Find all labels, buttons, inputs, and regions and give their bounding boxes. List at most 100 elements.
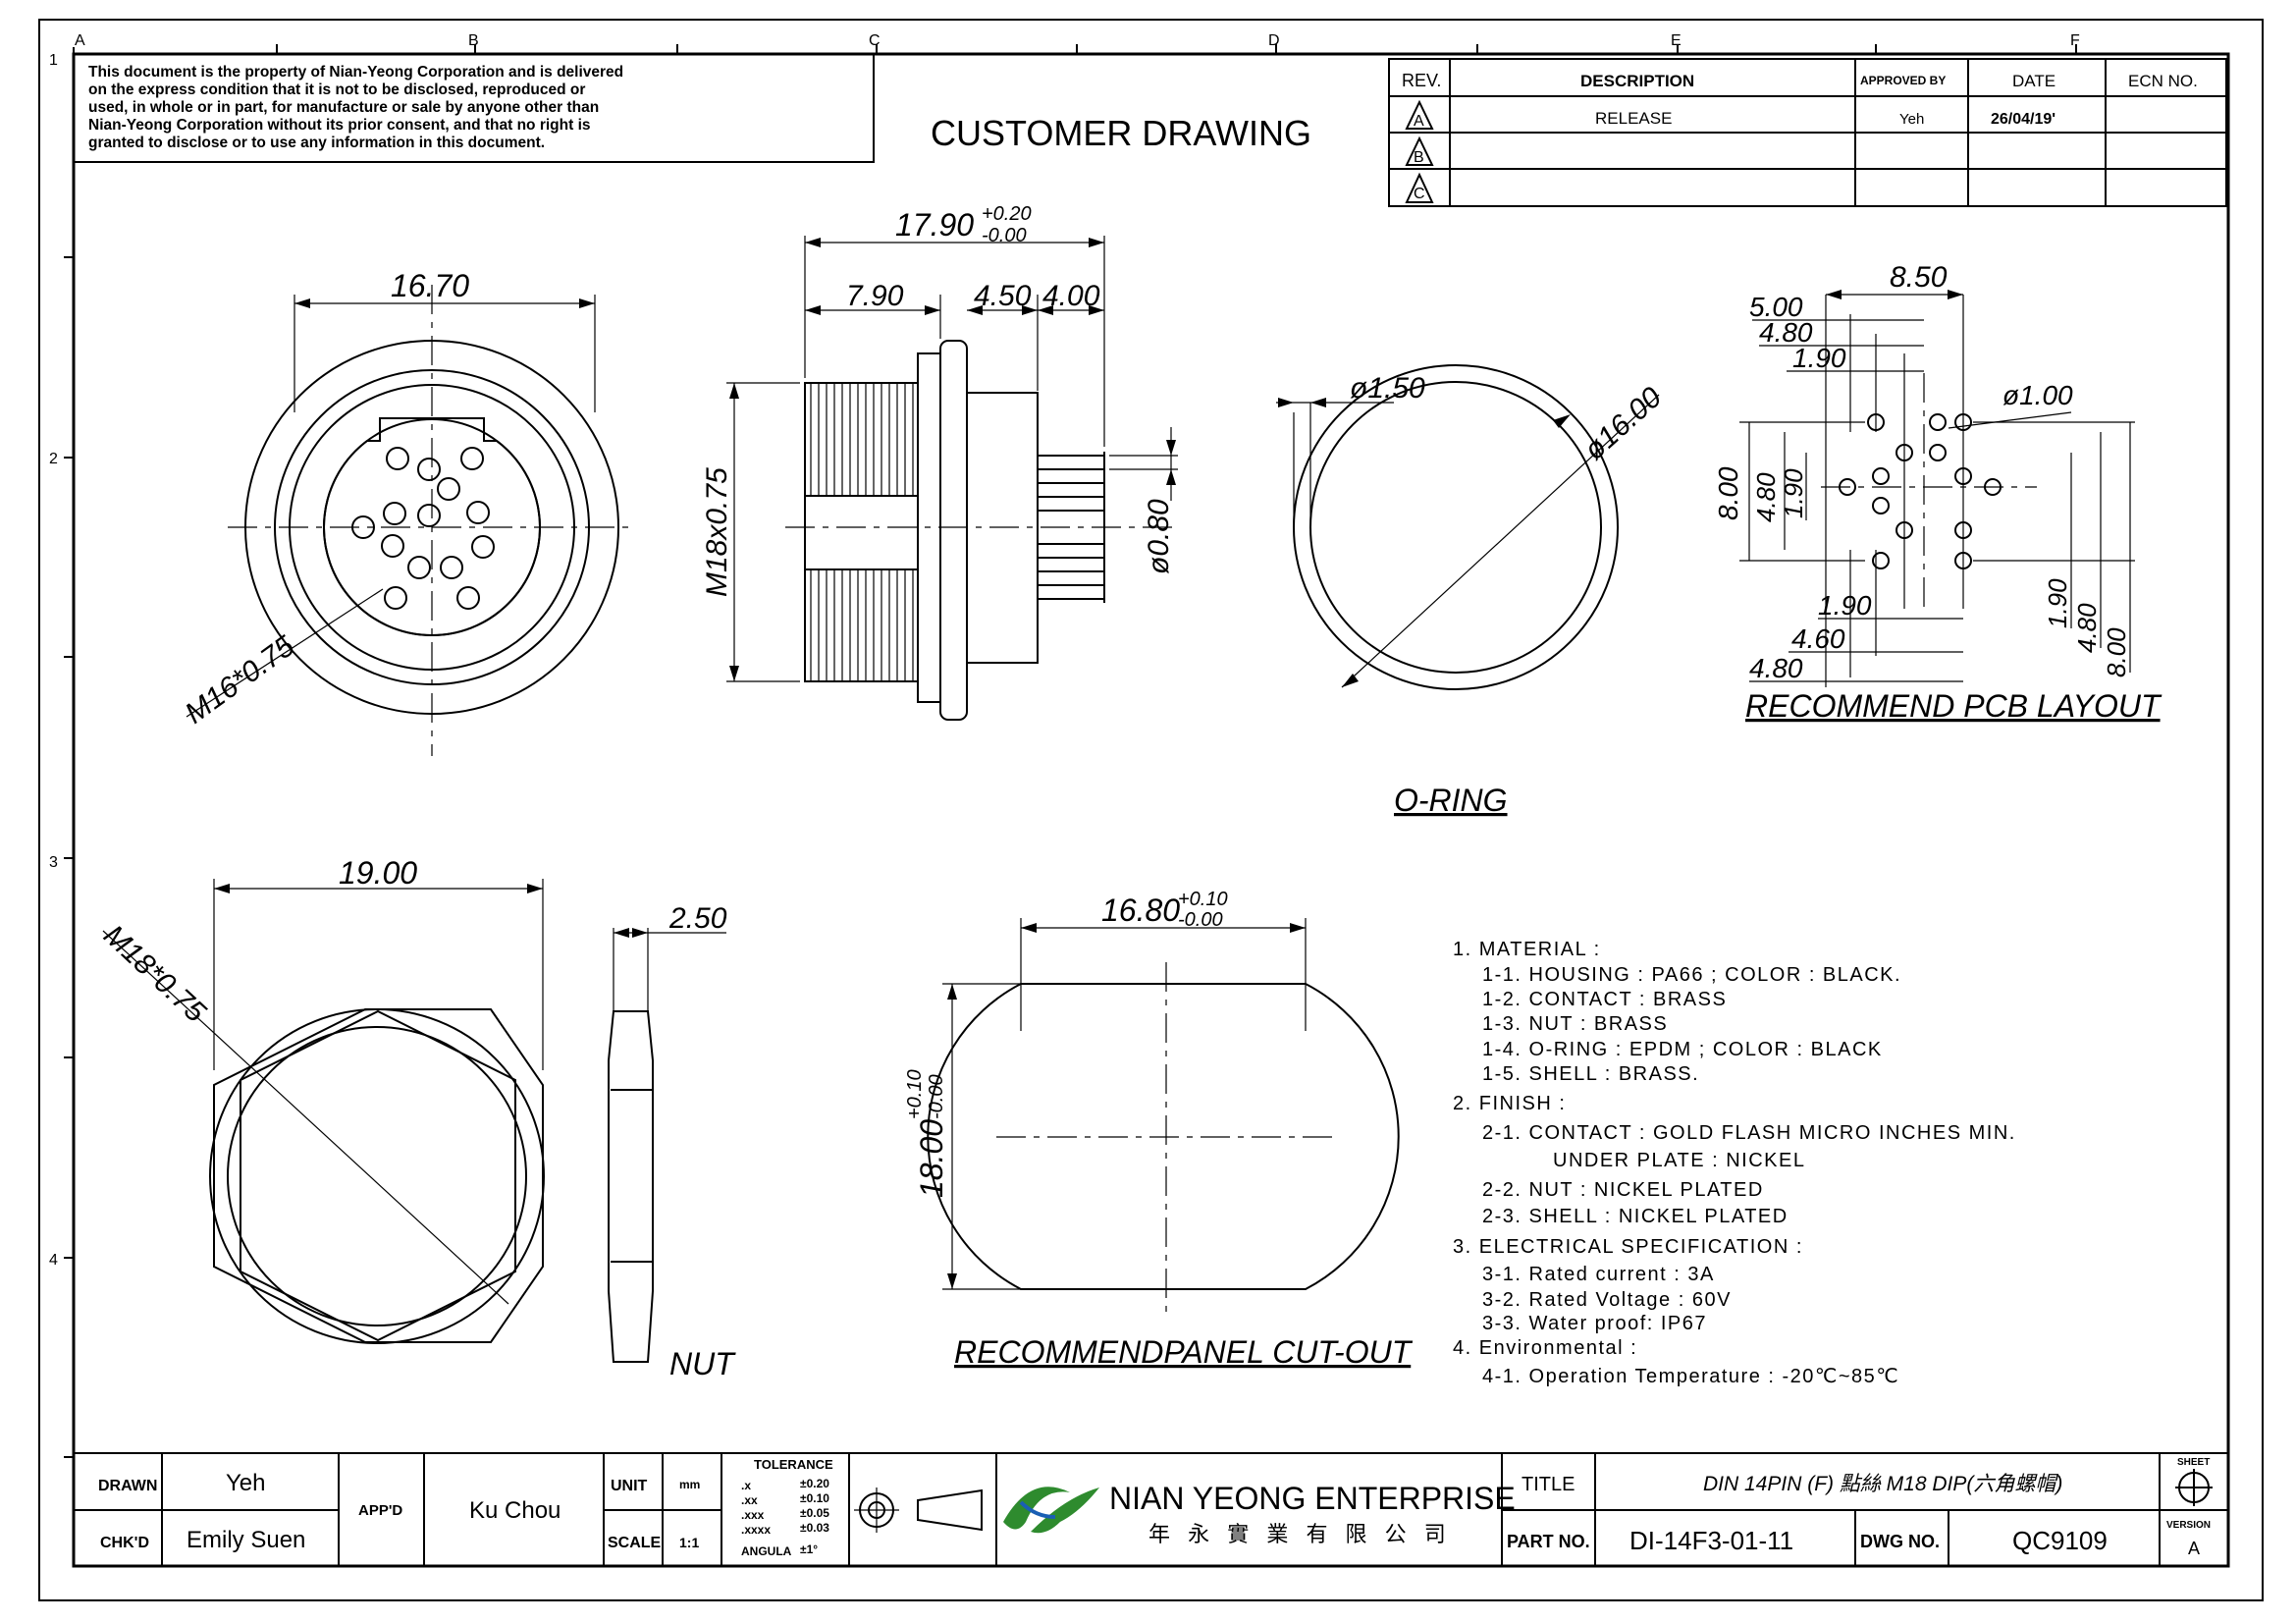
pcb-left-b-dim: 1.90 (1779, 468, 1808, 518)
zone-col-b: B (468, 32, 479, 49)
title-label: TITLE (1522, 1474, 1575, 1495)
rev-a-letter: A (1414, 113, 1424, 130)
part-no-label: PART NO. (1507, 1532, 1590, 1551)
rev-b-letter: B (1414, 149, 1424, 166)
svg-text:4. Environmental :: 4. Environmental : (1453, 1337, 1637, 1359)
svg-text:±1°: ±1° (800, 1542, 818, 1556)
unit-label: UNIT (611, 1478, 648, 1494)
rev-row-c: C (1405, 172, 1434, 203)
dwg-no-label: DWG NO. (1860, 1532, 1940, 1551)
svg-text:.xxx: .xxx (741, 1508, 765, 1522)
svg-text:2-1. CONTACT : GOLD FLASH MICR: 2-1. CONTACT : GOLD FLASH MICRO INCHES M… (1482, 1122, 2016, 1144)
side-thread-length-dim: 7.90 (846, 280, 904, 312)
description-header: DESCRIPTION (1580, 72, 1694, 90)
rev-row-b: B (1405, 135, 1434, 166)
svg-text:3. ELECTRICAL SPECIFICATION :: 3. ELECTRICAL SPECIFICATION : (1453, 1236, 1803, 1258)
cutout-label: RECOMMENDPANEL CUT-OUT (954, 1334, 1414, 1370)
svg-text:3-1. Rated current : 3A: 3-1. Rated current : 3A (1482, 1264, 1715, 1285)
pcb-right-b-dim: 4.80 (2072, 603, 2102, 653)
chkd-label: CHK'D (100, 1535, 149, 1551)
sheet-label: SHEET (2177, 1457, 2210, 1468)
hex-nut-view: 19.00 M18*0.75 (97, 855, 545, 1344)
zone-col-e: E (1671, 32, 1682, 49)
rev-header: REV. (1402, 71, 1441, 90)
cutout-width-dim: 16.80 (1101, 893, 1180, 928)
svg-text:2-2. NUT : NICKEL PLATED: 2-2. NUT : NICKEL PLATED (1482, 1179, 1764, 1201)
chkd-value: Emily Suen (187, 1527, 305, 1553)
pcb-top-a-dim: 5.00 (1749, 292, 1803, 322)
zone-col-d: D (1268, 32, 1280, 49)
svg-text:±0.05: ±0.05 (800, 1506, 829, 1520)
title-value: DIN 14PIN (F) 點絲 M18 DIP(六角螺帽) (1703, 1473, 2062, 1495)
side-view: 17.90 +0.20 -0.00 7.90 4.50 4.00 M18x0.7… (701, 203, 1178, 721)
title-block: DRAWN Yeh CHK'D Emily Suen APP'D Ku Chou… (73, 1452, 2229, 1567)
unit-value: mm (679, 1478, 700, 1491)
side-overall-dim: 17.90 (895, 207, 974, 243)
o-ring-diameter-dim: ø16.00 (1578, 381, 1669, 466)
pcb-left-overall-dim: 8.00 (1713, 466, 1743, 520)
scale-value: 1:1 (679, 1535, 699, 1550)
scale-label: SCALE (608, 1535, 662, 1551)
front-view: 16.70 M16*0.75 (180, 268, 636, 756)
svg-text:1-2. CONTACT : BRASS: 1-2. CONTACT : BRASS (1482, 989, 1727, 1010)
svg-text:granted to disclose or to use: granted to disclose or to use any inform… (88, 135, 545, 151)
company-name-cn: 年 永 實 業 有 限 公 司 (1148, 1522, 1452, 1546)
hex-nut-thread-dim: M18*0.75 (97, 919, 212, 1029)
pcb-left-a-dim: 4.80 (1751, 472, 1781, 522)
svg-text:3-3. Water proof: IP67: 3-3. Water proof: IP67 (1482, 1313, 1707, 1334)
cutout-height-tol-plus: +0.10 (904, 1069, 926, 1119)
front-pins (351, 447, 495, 610)
pcb-layout-view: 8.50 5.00 4.80 1.90 ø1.00 8.00 4.80 1.90… (1713, 261, 2163, 724)
drawing-title: CUSTOMER DRAWING (931, 113, 1311, 153)
pcb-top-overall-dim: 8.50 (1890, 261, 1948, 294)
rev-c-letter: C (1414, 186, 1425, 202)
pcb-right-a-dim: 1.90 (2043, 578, 2072, 628)
svg-text:3-2. Rated Voltage : 60V: 3-2. Rated Voltage : 60V (1482, 1289, 1732, 1311)
zone-row-1: 1 (49, 52, 58, 69)
disclaimer-box (73, 53, 875, 163)
version-label: VERSION (2166, 1520, 2211, 1531)
tolerance-table: .x±0.20 .xx±0.10 .xxx±0.05 .xxxx±0.03 AN… (741, 1477, 829, 1558)
pcb-top-c-dim: 1.90 (1792, 343, 1846, 373)
side-overall-tol-minus: -0.00 (982, 225, 1027, 246)
pcb-bottom-c-dim: 4.80 (1749, 653, 1803, 683)
front-thread-dim: M16*0.75 (180, 629, 301, 730)
rev-a-date: 26/04/19' (1991, 111, 2056, 128)
disclaimer-text: This document is the property of Nian-Ye… (88, 64, 623, 151)
svg-text:1-1. HOUSING : PA66 ; COLOR :: 1-1. HOUSING : PA66 ; COLOR : BLACK. (1482, 964, 1901, 986)
spec-notes: 1. MATERIAL : 1-1. HOUSING : PA66 ; COLO… (1453, 939, 2016, 1387)
svg-text:±0.10: ±0.10 (800, 1491, 829, 1505)
svg-text:±0.20: ±0.20 (800, 1477, 829, 1490)
svg-text:4-1. Operation Temperature : -: 4-1. Operation Temperature : -20℃~85℃ (1482, 1366, 1899, 1387)
pcb-layout-label: RECOMMEND PCB LAYOUT (1745, 688, 2163, 724)
svg-text:2-3. SHELL : NICKEL PLATED: 2-3. SHELL : NICKEL PLATED (1482, 1206, 1789, 1227)
pcb-top-b-dim: 4.80 (1759, 317, 1813, 348)
company-logo-icon (1003, 1487, 1099, 1534)
dwg-no-value: QC9109 (2012, 1526, 2108, 1555)
zone-col-f: F (2070, 32, 2080, 49)
pcb-bottom-b-dim: 4.60 (1791, 623, 1845, 654)
svg-text:.xxxx: .xxxx (741, 1523, 771, 1537)
zone-markers: A B C D E F 1 2 3 4 (49, 32, 2080, 1458)
appd-label: APP'D (358, 1502, 402, 1519)
pcb-bottom-a-dim: 1.90 (1818, 590, 1872, 621)
tolerance-label: TOLERANCE (754, 1457, 833, 1472)
side-pin-dia-dim: ø0.80 (1143, 499, 1175, 574)
hex-nut-width-dim: 19.00 (339, 855, 417, 891)
zone-col-a: A (75, 32, 85, 49)
panel-cutout-view: 16.80 +0.10 -0.00 18.00 +0.10 -0.00 RECO… (904, 889, 1414, 1370)
rev-a-approved: Yeh (1899, 111, 1924, 128)
approved-header: APPROVED BY (1860, 74, 1946, 87)
o-ring-section-dim: ø1.50 (1350, 372, 1425, 405)
nut-label: NUT (669, 1346, 736, 1381)
svg-text:.xx: .xx (741, 1493, 758, 1507)
svg-text:1-5. SHELL : BRASS.: 1-5. SHELL : BRASS. (1482, 1063, 1699, 1085)
svg-text:on the express condition that: on the express condition that it is not … (88, 81, 585, 98)
ecn-header: ECN NO. (2128, 72, 2198, 90)
outer-border (38, 19, 2264, 1601)
company-name: NIAN YEONG ENTERPRISE (1109, 1481, 1516, 1516)
svg-text:Nian-Yeong Corporation without: Nian-Yeong Corporation without its prior… (88, 117, 591, 134)
svg-text:1-3. NUT : BRASS: 1-3. NUT : BRASS (1482, 1013, 1668, 1035)
zone-row-3: 3 (49, 854, 58, 871)
svg-text:This document is the property: This document is the property of Nian-Ye… (88, 64, 623, 81)
